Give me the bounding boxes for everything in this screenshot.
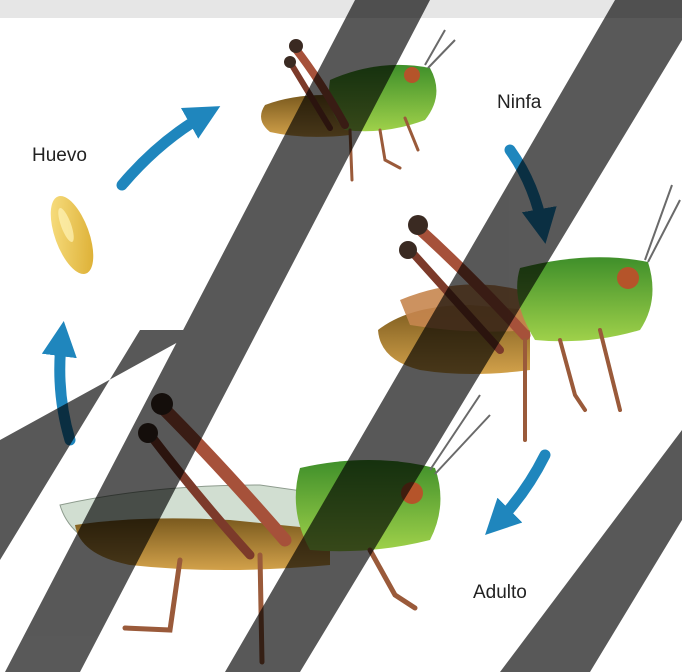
label-nymph: Ninfa [497,92,541,114]
watermark-band-1 [5,0,430,672]
arrow-egg-to-nymph [122,113,208,185]
watermark-band-3 [500,430,682,672]
egg-illustration [42,191,102,280]
arrow-nymph-to-adult [495,455,545,525]
label-egg: Huevo [32,145,87,167]
label-adult: Adulto [473,582,527,604]
